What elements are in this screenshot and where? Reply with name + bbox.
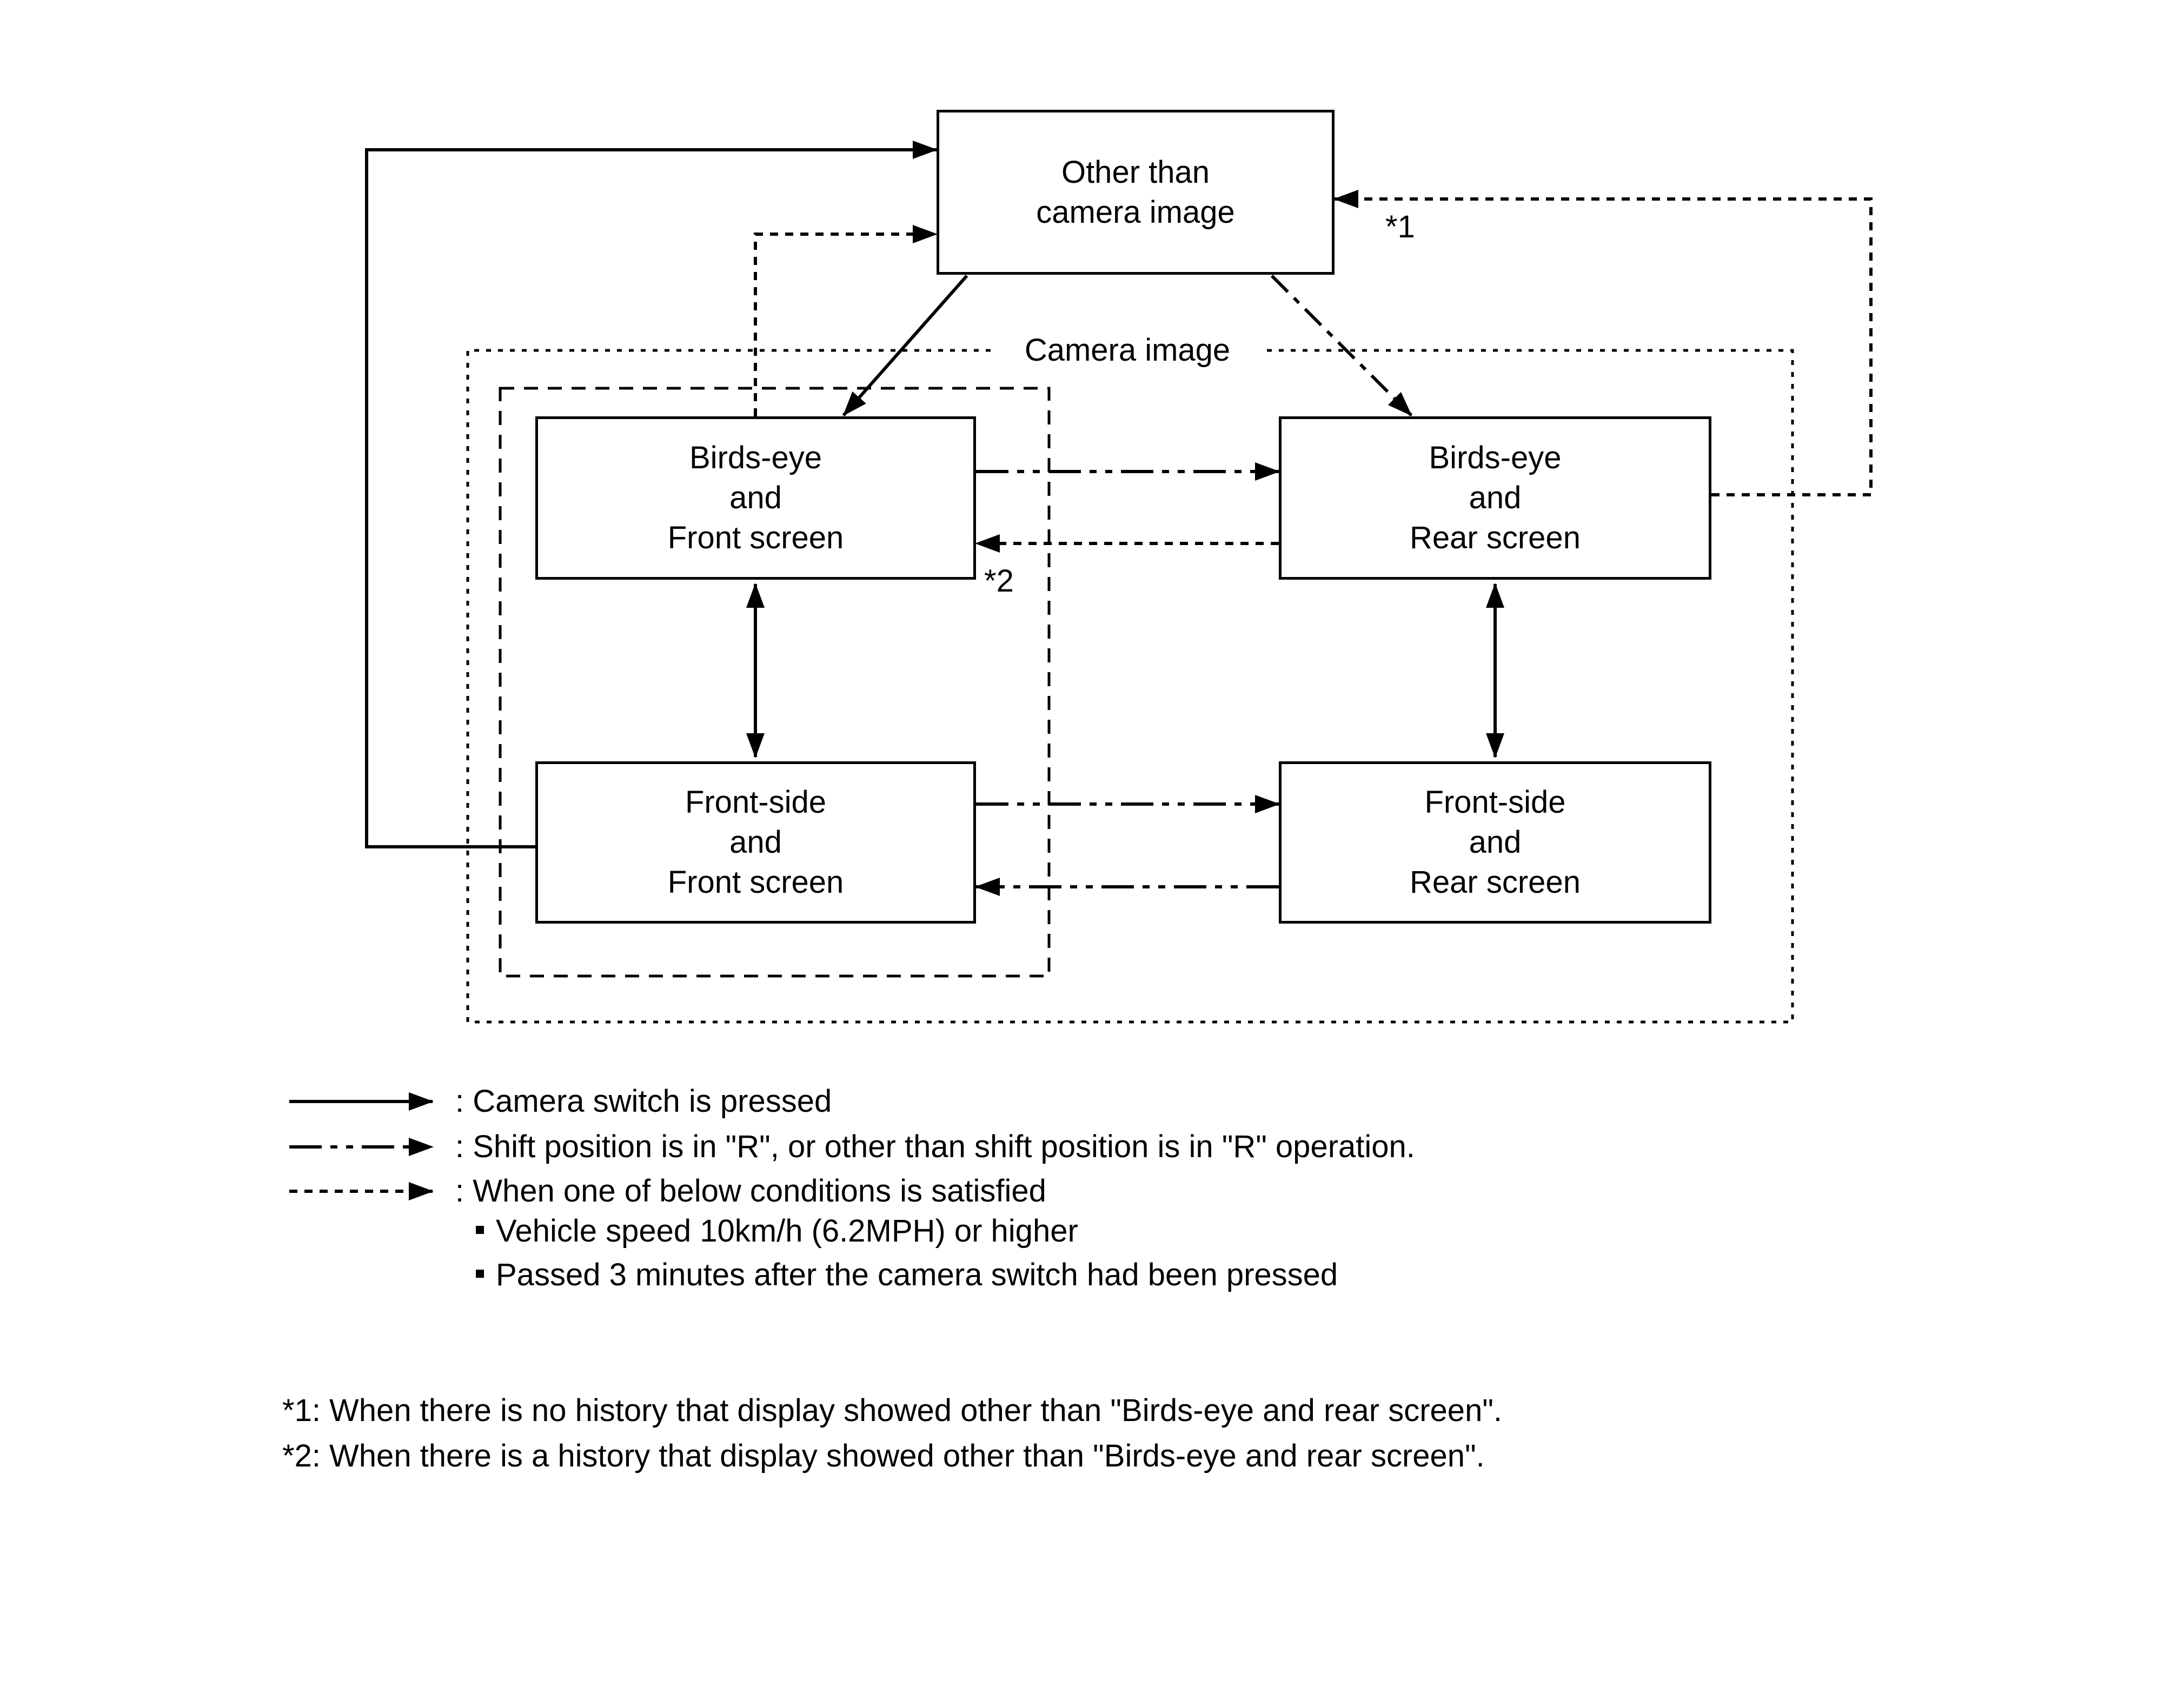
node-frontside-front-screen: Front-side and Front screen: [535, 761, 976, 924]
condition-passed-3-minutes-text: Passed 3 minutes after the camera switch…: [496, 1257, 1338, 1292]
node-birdseye-front-screen: Birds-eye and Front screen: [535, 416, 976, 580]
node-birdseye-rear-screen: Birds-eye and Rear screen: [1279, 416, 1711, 580]
note-ref-1: *1: [1385, 209, 1415, 244]
legend-item-conditions: : When one of below conditions is satisf…: [455, 1173, 1046, 1209]
legend-item-shift-position: : Shift position is in "R", or other tha…: [455, 1129, 1415, 1164]
bullet-square-icon: [476, 1226, 484, 1234]
footnote-2: *2: When there is a history that display…: [282, 1438, 1485, 1474]
footnote-1: *1: When there is no history that displa…: [282, 1393, 1503, 1428]
arrow-birdseyefront-to-other-icon: [754, 225, 938, 416]
arrow-other-to-birdseyerear-icon: [1270, 274, 1413, 417]
camera-image-outer-boundary: [466, 349, 1794, 1024]
note-ref-2: *2: [984, 563, 1014, 599]
camera-image-boundary-label: Camera image: [1024, 333, 1231, 368]
bullet-square-icon: [476, 1270, 484, 1278]
condition-vehicle-speed-text: Vehicle speed 10km/h (6.2MPH) or higher: [496, 1213, 1078, 1249]
arrow-other-to-birdseyefront-icon: [842, 275, 968, 416]
node-frontside-rear-screen: Front-side and Rear screen: [1279, 761, 1711, 924]
legend-item-camera-switch: : Camera switch is pressed: [455, 1084, 832, 1119]
node-other-than-camera-image: Other than camera image: [937, 110, 1335, 275]
arrow-frontsidefront-to-other-icon: [365, 141, 938, 848]
arrow-birdseyerear-to-other-icon: [1333, 190, 1873, 496]
condition-vehicle-speed: Vehicle speed 10km/h (6.2MPH) or higher: [476, 1212, 1078, 1251]
condition-passed-3-minutes: Passed 3 minutes after the camera switch…: [476, 1256, 1338, 1295]
front-screen-inner-boundary: [499, 387, 1051, 978]
